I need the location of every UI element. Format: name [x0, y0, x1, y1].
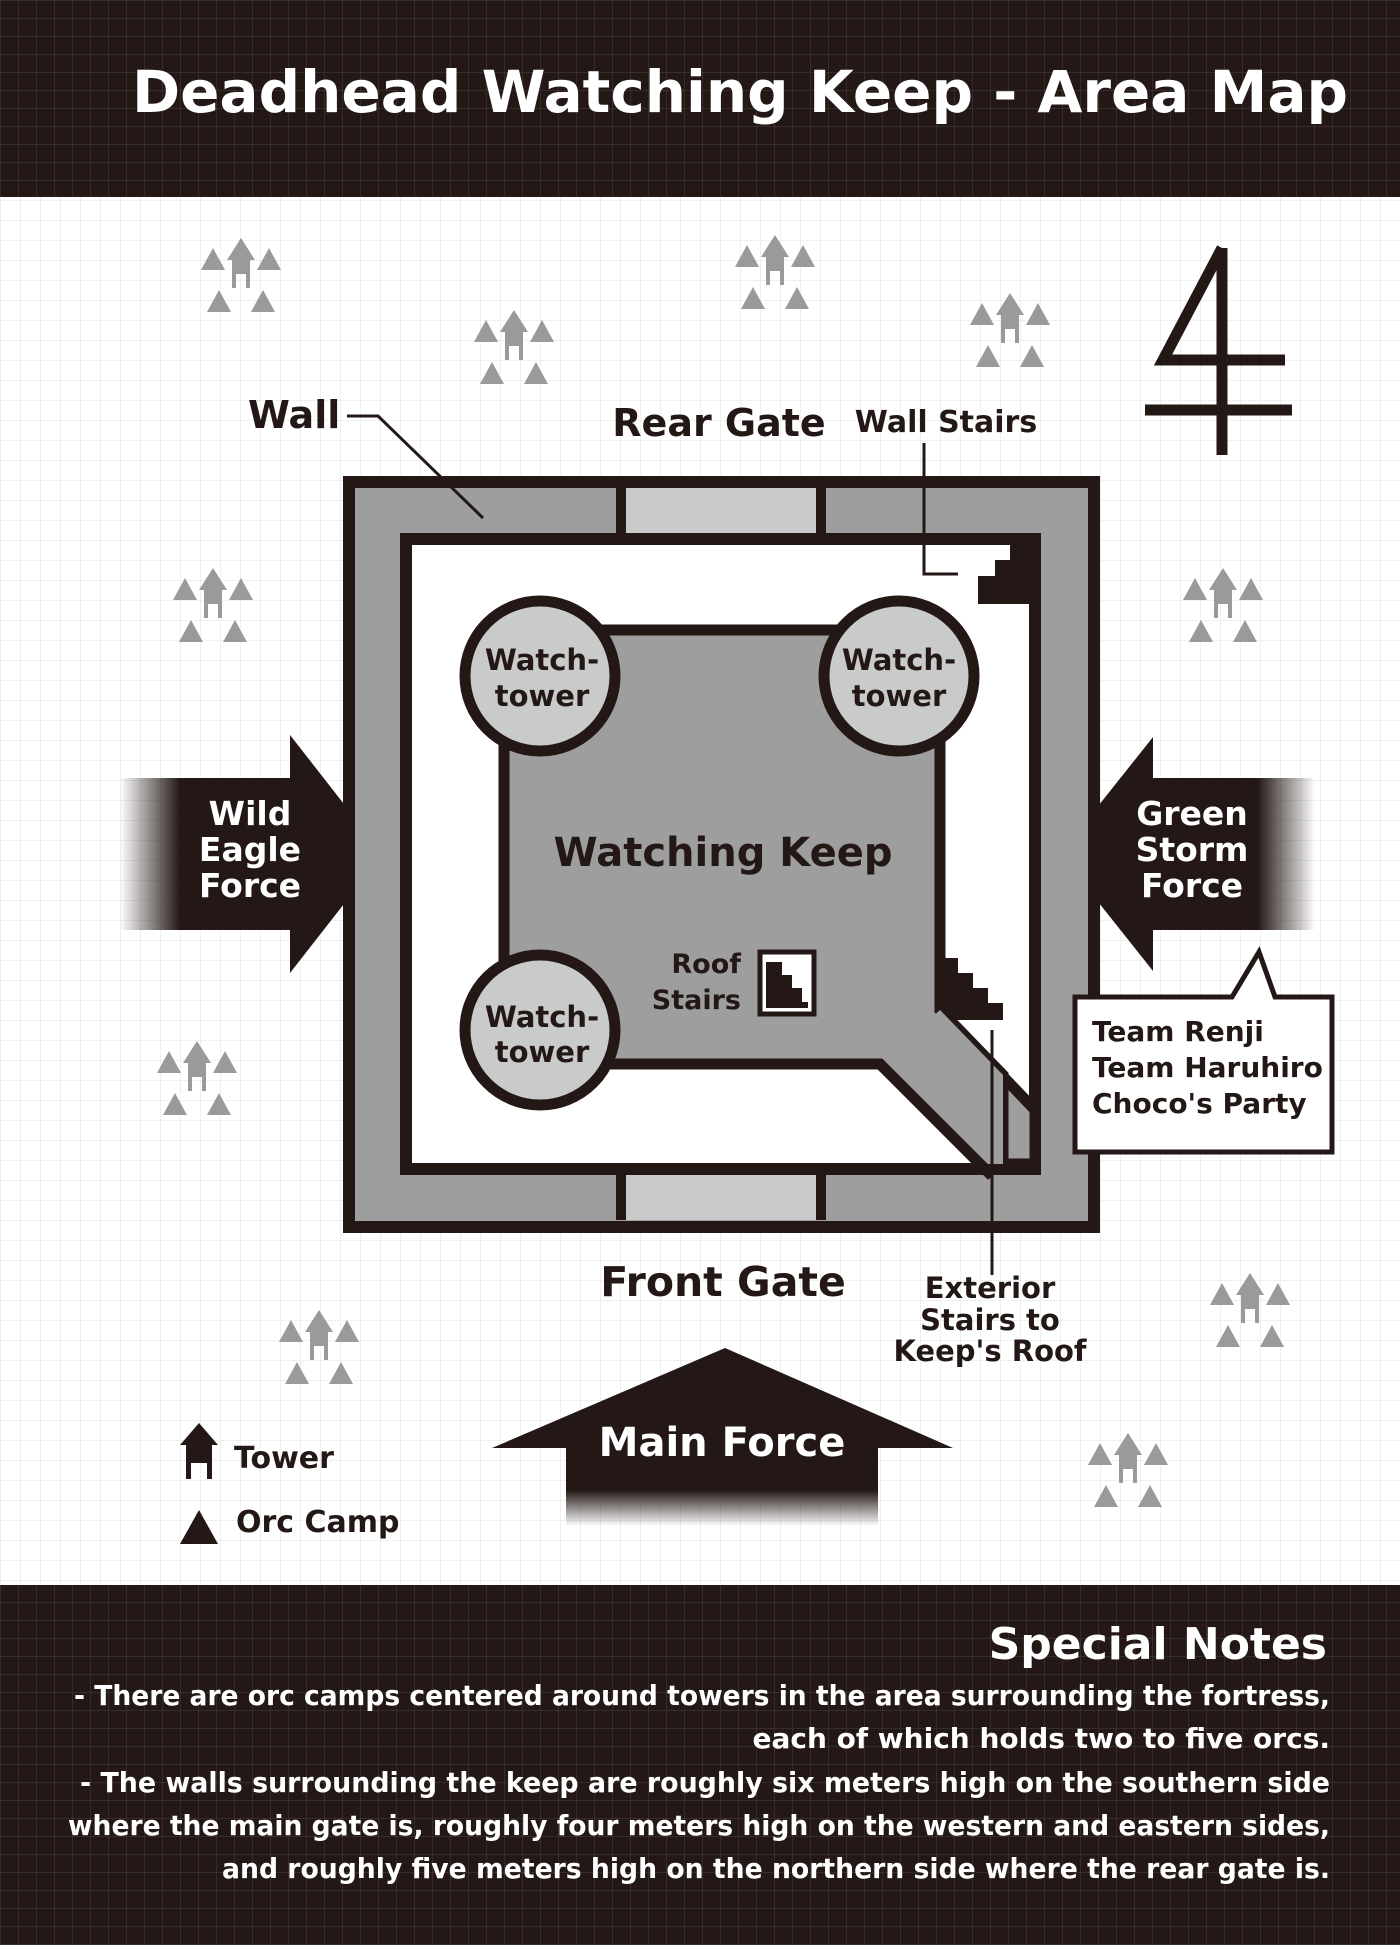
watchtower-labels: Watch- tower Watch- tower Watch- tower [485, 643, 956, 1069]
watchtower-southwest [459, 949, 621, 1111]
callout-line: Team Haruhiro [1092, 1051, 1323, 1084]
exterior-stairs-label-line: Exterior [925, 1271, 1056, 1305]
wall-stairs-icon [978, 544, 1030, 604]
notes-line: each of which holds two to five orcs. [752, 1722, 1330, 1755]
legend-tower-label: Tower [234, 1441, 334, 1476]
watchtower-northeast [818, 595, 980, 757]
watchtower-label: Watch- [842, 643, 956, 677]
watchtower-label: Watch- [485, 1000, 599, 1034]
force-label-line: Wild [209, 794, 292, 833]
exterior-stairs-label-line: Stairs to [920, 1303, 1060, 1337]
green-storm-force-arrow [1060, 737, 1315, 971]
green-storm-force-label: Green Storm Force [1136, 794, 1249, 905]
wild-eagle-force-label: Wild Eagle Force [199, 794, 301, 905]
force-label-line: Eagle [199, 830, 301, 869]
wall-label: Wall [248, 393, 340, 437]
callout-line: Team Renji [1092, 1015, 1264, 1048]
watchtower-label: tower [495, 679, 590, 713]
notes-title: Special Notes [989, 1619, 1327, 1670]
keep-label: Watching Keep [554, 830, 893, 876]
force-label-line: Green [1136, 794, 1248, 833]
force-label-line: Storm [1136, 830, 1249, 869]
notes-band [0, 1585, 1400, 1945]
notes-line: - The walls surrounding the keep are rou… [80, 1766, 1330, 1799]
watchtower-northwest [459, 595, 621, 757]
front-gate-label: Front Gate [600, 1258, 846, 1306]
header-band [0, 0, 1400, 197]
notes-line: and roughly five meters high on the nort… [222, 1852, 1330, 1885]
tower-icon [180, 1423, 218, 1479]
force-label-line: Force [199, 866, 301, 905]
rear-gate-label: Rear Gate [612, 401, 825, 445]
party-callout: Team Renji Team Haruhiro Choco's Party [1072, 946, 1335, 1155]
wall-stairs-label: Wall Stairs [855, 405, 1037, 440]
camp-icon [180, 1510, 218, 1544]
exterior-stairs-label-line: Keep's Roof [893, 1334, 1086, 1368]
roof-stairs-label: Stairs [652, 985, 741, 1016]
roof-stairs-icon [757, 949, 817, 1017]
notes-line: - There are orc camps centered around to… [74, 1679, 1330, 1712]
callout-line: Choco's Party [1092, 1087, 1307, 1120]
north-symbol-icon [1145, 245, 1292, 455]
notes-line: where the main gate is, roughly four met… [68, 1809, 1330, 1842]
main-force-arrow [492, 1348, 953, 1526]
exterior-stairs-label: Exterior Stairs to Keep's Roof [893, 1271, 1086, 1368]
legend: Tower Orc Camp [180, 1423, 400, 1544]
rear-gate [621, 488, 821, 533]
notes-body: - There are orc camps centered around to… [68, 1679, 1330, 1885]
main-force-label: Main Force [599, 1420, 846, 1466]
roof-stairs-label: Roof [671, 949, 741, 980]
legend-camp-label: Orc Camp [236, 1505, 400, 1540]
watchtower-label: Watch- [485, 643, 599, 677]
watchtower-label: tower [852, 679, 947, 713]
wild-eagle-force-arrow [120, 735, 383, 973]
force-label-line: Force [1141, 866, 1243, 905]
watchtower-label: tower [495, 1035, 590, 1069]
leader-lines [347, 414, 994, 1275]
page-title: Deadhead Watching Keep - Area Map [132, 58, 1348, 126]
front-gate [621, 1175, 821, 1220]
